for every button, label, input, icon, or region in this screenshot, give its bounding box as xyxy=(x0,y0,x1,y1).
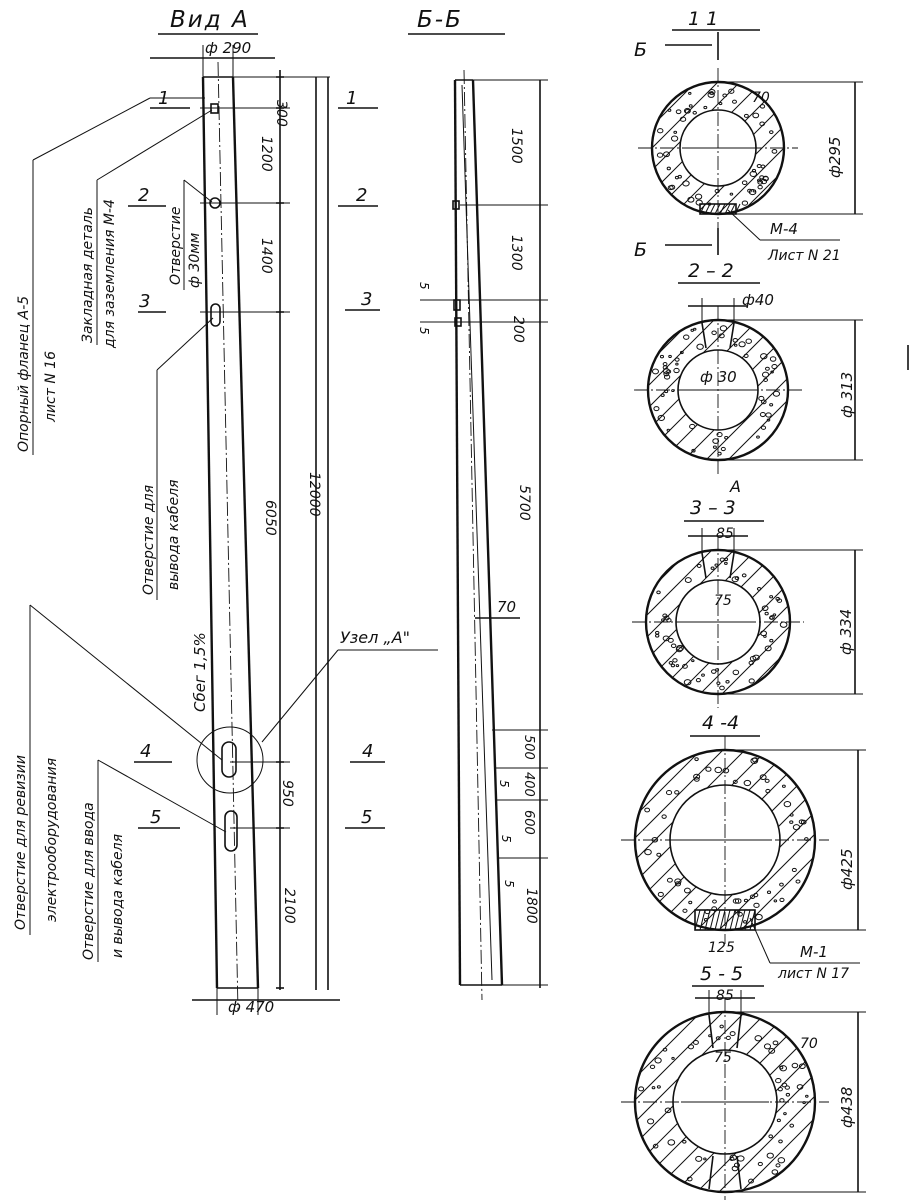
dim-1400: 1400 xyxy=(258,238,274,274)
section-5-5-diameter: ф438 xyxy=(838,1087,856,1128)
section-5-5-title: 5 - 5 xyxy=(700,963,743,985)
bb-dim-500: 500 xyxy=(521,735,536,760)
section-4-4: 4 -4 ф425 125 М-1 лист N 17 xyxy=(690,712,860,982)
section-1-1-marker-bottom: Б xyxy=(634,239,647,261)
section-3-3: 3 – 3 85 75 ф 334 xyxy=(684,497,855,655)
section-3-3-diameter: ф 334 xyxy=(837,609,855,655)
bb-small-dim-1: 5 xyxy=(417,282,431,290)
node-a-label: Узел „А" xyxy=(340,628,410,647)
title-view-a: Вид А xyxy=(170,7,250,33)
cable-io-label-line1: Отверстие для ввода xyxy=(81,802,97,960)
cross-sections xyxy=(621,68,866,1200)
section-5-5: 5 - 5 85 75 70 ф438 xyxy=(692,963,856,1128)
bb-small-dim-3: 5 xyxy=(497,780,511,788)
section-3-3-title: 3 – 3 xyxy=(690,497,736,519)
leader-labels: Опорный фланец А-5 лист N 16 Закладная д… xyxy=(13,97,227,962)
section-mark-5-left: 5 xyxy=(150,807,161,828)
bb-wall-70: 70 xyxy=(497,598,516,616)
section-4-4-diameter: ф425 xyxy=(838,849,856,890)
bb-dim-1500: 1500 xyxy=(508,128,524,164)
ring-3-3 xyxy=(632,528,863,708)
embedded-label-line1: Закладная деталь xyxy=(80,207,96,343)
cable-out-label-line1: Отверстие для xyxy=(141,485,157,595)
section-2-2-title: 2 – 2 xyxy=(688,260,734,282)
section-5-5-inner: 75 xyxy=(714,1050,732,1066)
view-a-top-diameter: ф 290 xyxy=(205,39,251,57)
title-section-bb: Б-Б xyxy=(417,7,463,33)
revision-label-line2: электрооборудования xyxy=(44,758,60,922)
dim-12000: 12000 xyxy=(306,472,322,517)
section-3-3-top: 85 xyxy=(716,526,734,542)
section-2-2-inner: ф 30 xyxy=(700,368,737,386)
ring-1-1 xyxy=(638,68,863,228)
cable-out-label-line2: вывода кабеля xyxy=(166,480,182,590)
hole30-label-line2: ф 30мм xyxy=(187,232,203,288)
bb-dim-5700: 5700 xyxy=(516,485,532,521)
bb-small-dim-5: 5 xyxy=(502,880,516,888)
section-2-2: 2 – 2 ф40 ф 30 ф 313 А xyxy=(678,260,856,496)
section-2-2-arrow: А xyxy=(729,477,741,496)
section-1-1-title: 1 1 xyxy=(688,8,718,30)
dim-300: 300 xyxy=(273,100,289,127)
section-1-1-part-line1: М-4 xyxy=(770,220,798,238)
view-a-bottom-diameter: ф 470 xyxy=(228,998,274,1016)
section-5-5-wall: 70 xyxy=(800,1036,818,1052)
section-1-1-marker-top: Б xyxy=(634,39,647,61)
bb-dim-400: 400 xyxy=(521,772,536,797)
section-4-4-title: 4 -4 xyxy=(702,712,739,734)
section-2-2-hole: ф40 xyxy=(742,291,774,309)
section-mark-5-right: 5 xyxy=(361,807,372,828)
section-bb-view: 1500 1300 200 5700 500 400 600 1800 5 5 … xyxy=(417,69,548,1001)
section-3-3-inner: 75 xyxy=(714,593,732,609)
section-4-4-part-line1: М-1 xyxy=(800,943,828,961)
section-2-2-diameter: ф 313 xyxy=(838,372,856,418)
bb-small-dim-4: 5 xyxy=(499,835,513,843)
section-5-5-top: 85 xyxy=(716,988,734,1004)
cable-io-label-line2: и вывода кабеля xyxy=(110,834,126,958)
section-4-4-part-line2: лист N 17 xyxy=(777,966,849,982)
section-mark-2-right: 2 xyxy=(356,185,367,206)
section-mark-1-right: 1 xyxy=(346,88,357,109)
section-mark-2-left: 2 xyxy=(138,185,149,206)
flange-label-line1: Опорный фланец А-5 xyxy=(16,296,32,452)
section-mark-3-right: 3 xyxy=(361,289,372,310)
taper-label: Сбег 1,5% xyxy=(191,632,209,712)
revision-label-line1: Отверстие для ревизии xyxy=(13,755,29,930)
section-mark-4-right: 4 xyxy=(362,741,373,762)
bb-dim-200: 200 xyxy=(510,316,526,343)
embedded-label-line2: для заземления М-4 xyxy=(102,199,118,349)
section-mark-3-left: 3 xyxy=(139,291,150,312)
dim-6050: 6050 xyxy=(262,500,278,536)
section-mark-4-left: 4 xyxy=(140,741,151,762)
section-1-1-wall: 70 xyxy=(752,90,770,106)
bb-dim-1300: 1300 xyxy=(508,235,524,271)
section-1-1: 1 1 Б Б ф295 70 М-4 Лист N 21 xyxy=(634,8,844,264)
section-4-4-bottom: 125 xyxy=(708,940,735,956)
dim-2100: 2100 xyxy=(281,888,297,924)
bb-dim-600: 600 xyxy=(521,810,536,835)
section-1-1-diameter: ф295 xyxy=(826,137,844,178)
dim-1200: 1200 xyxy=(258,136,274,172)
hole30-label-line1: Отверстие xyxy=(168,207,184,286)
dim-950: 950 xyxy=(279,780,295,807)
bb-small-dim-2: 5 xyxy=(417,327,431,335)
pole-view-a: ф 290 ф 470 xyxy=(128,39,438,1016)
section-1-1-part-line2: Лист N 21 xyxy=(767,248,841,264)
flange-label-line2: лист N 16 xyxy=(43,351,59,423)
bb-dim-1800: 1800 xyxy=(523,888,539,924)
